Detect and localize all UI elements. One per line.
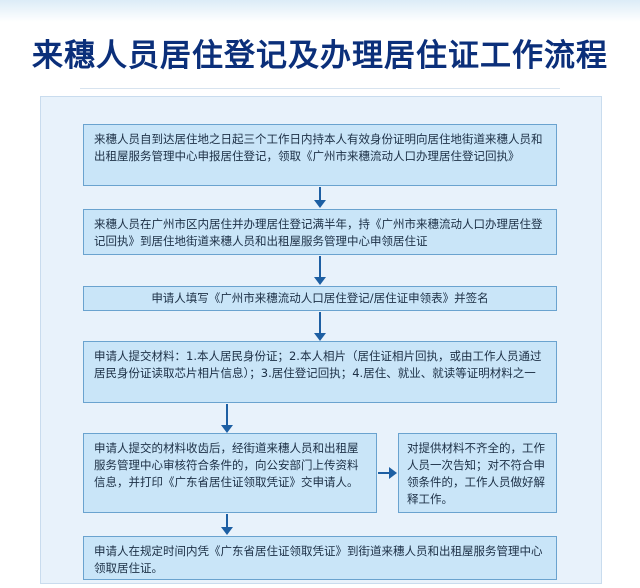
arrow-5	[221, 514, 233, 535]
step-1-text: 来穗人员自到达居住地之日起三个工作日内持本人有效身份证明向居住地街道来穗人员和出…	[94, 132, 543, 163]
step-3-box: 申请人填写《广州市来穗流动人口居住登记/居住证申领表》并签名	[83, 286, 557, 311]
step-5-left-text: 申请人提交的材料收齿后，经街道来穗人员和出租屋服务管理中心审核符合条件的，向公安…	[94, 441, 359, 489]
step-4-box: 申请人提交材料：1.本人居民身份证；2.本人相片（居住证相片回执，或由工作人员通…	[83, 341, 557, 403]
step-5-right-box: 对提供材料不齐全的，工作人员一次告知；对不符合申领条件的，工作人员做好解释工作。	[398, 433, 557, 513]
top-banner	[0, 0, 640, 22]
step-4-text: 申请人提交材料：1.本人居民身份证；2.本人相片（居住证相片回执，或由工作人员通…	[94, 349, 542, 380]
step-3-text: 申请人填写《广州市来穗流动人口居住登记/居住证申领表》并签名	[151, 291, 489, 305]
step-6-box: 申请人在规定时间内凭《广东省居住证领取凭证》到街道来穗人员和出租屋服务管理中心领…	[83, 536, 557, 580]
arrow-2	[314, 256, 326, 285]
title-divider	[80, 88, 560, 89]
step-5-left-box: 申请人提交的材料收齿后，经街道来穗人员和出租屋服务管理中心审核符合条件的，向公安…	[83, 433, 377, 513]
page-title: 来穗人员居住登记及办理居住证工作流程	[32, 38, 608, 74]
arrow-3	[314, 312, 326, 341]
step-5-right-text: 对提供材料不齐全的，工作人员一次告知；对不符合申领条件的，工作人员做好解释工作。	[407, 441, 545, 506]
step-6-text: 申请人在规定时间内凭《广东省居住证领取凭证》到街道来穗人员和出租屋服务管理中心领…	[94, 544, 543, 575]
arrow-1	[314, 187, 326, 208]
arrow-4	[221, 404, 233, 433]
arrow-branch	[378, 467, 397, 479]
step-1-box: 来穗人员自到达居住地之日起三个工作日内持本人有效身份证明向居住地街道来穗人员和出…	[83, 124, 557, 186]
step-2-text: 来穗人员在广州市区内居住并办理居住登记满半年，持《广州市来穗流动人口办理居住登记…	[94, 217, 543, 248]
step-2-box: 来穗人员在广州市区内居住并办理居住登记满半年，持《广州市来穗流动人口办理居住登记…	[83, 209, 557, 255]
